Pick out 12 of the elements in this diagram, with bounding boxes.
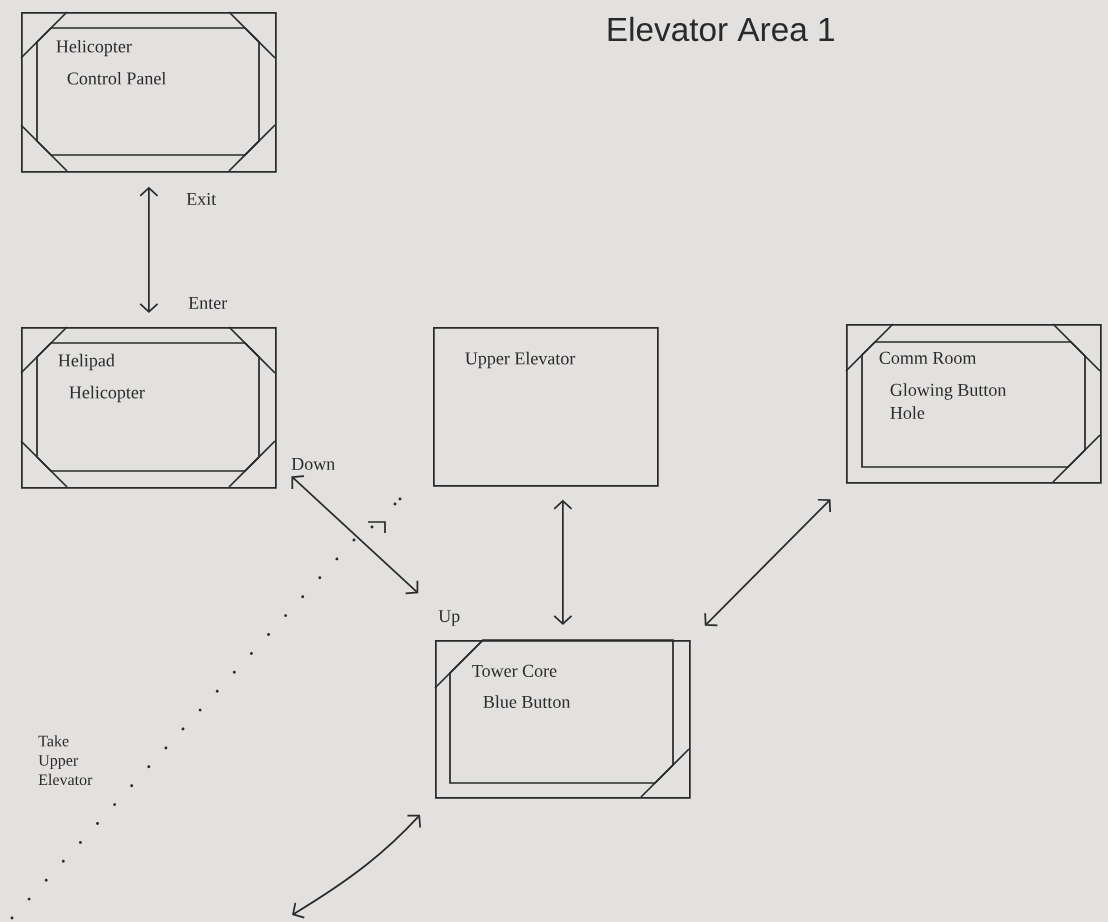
arrow (291, 475, 419, 595)
arrow (553, 499, 573, 625)
room-box: Upper Elevator (433, 327, 659, 487)
title: Elevator Area 1 (608, 16, 834, 42)
room-box: Tower Core Blue Button (434, 639, 691, 799)
arrow (704, 498, 832, 627)
room-box: Helicopter Control Panel (20, 11, 277, 173)
arrow (292, 814, 421, 919)
note-text: Take Upper Elevator (36, 733, 96, 787)
room-box: Helipad Helicopter (20, 326, 277, 489)
arrow (139, 186, 159, 313)
room-box: Comm Room Glowing Button Hole (845, 323, 1102, 484)
